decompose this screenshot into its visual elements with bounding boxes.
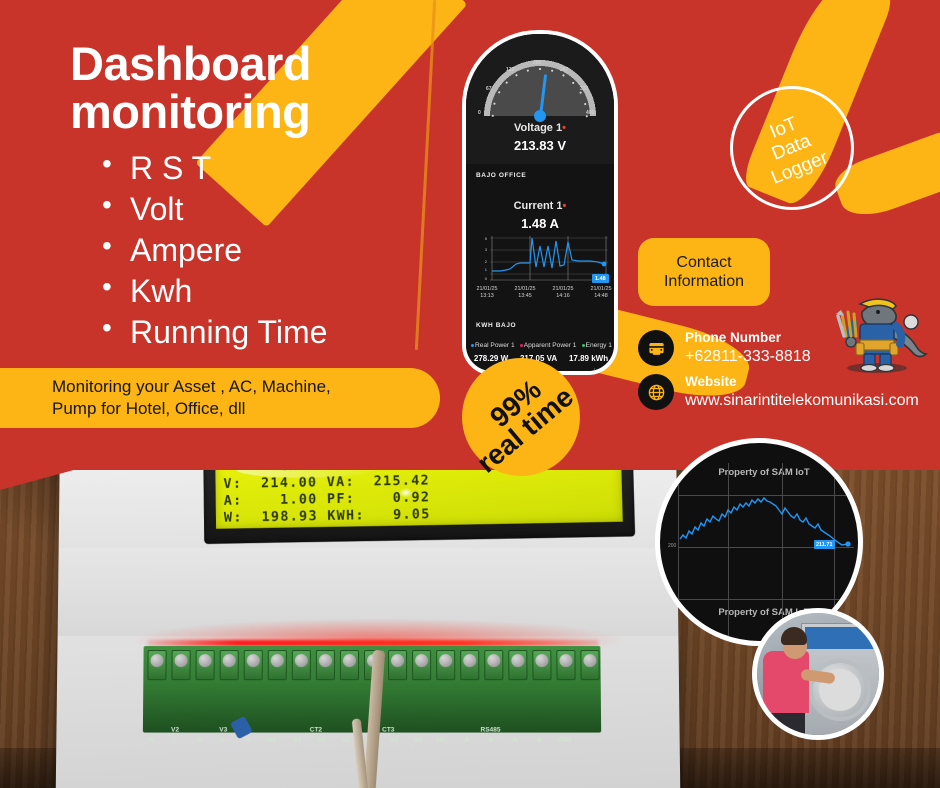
gauge-tick-267: 267 [560,67,569,73]
contact-row-website[interactable]: Website www.sinarintitelekomunikasi.com [638,374,919,411]
grid-line-h-bot [678,599,854,600]
current-line-chart: 5 3 2 1 0 [485,236,608,281]
contact-information-badge[interactable]: Contact Information [638,238,770,306]
lcd-highlight [398,487,413,498]
list-item: Ampere [100,228,480,271]
svg-text:5: 5 [485,236,488,241]
title-line-1: Dashboard [70,37,312,90]
banner-line-2: Pump for Hotel, Office, dll [52,399,246,418]
value-energy: 17.89 kWh [568,354,609,363]
grid-line-v-4 [834,467,835,641]
globe-icon [638,374,674,411]
contact-row-phone[interactable]: Phone Number +62811-333-8818 [638,330,811,367]
din-rail-energy-meter-device: - CH 1 - V: 214.00 VA: 215.42 A: 1.00 PF… [55,419,681,788]
dinosaur-technician-mascot-icon [836,298,928,373]
section-label-bajo-office: BAJO OFFICE [476,172,527,179]
svg-text:0: 0 [485,276,488,281]
phone-value: +62811-333-8818 [685,347,811,365]
value-apparent-power: 317.05 VA [519,354,558,363]
page-title: Dashboard monitoring [70,40,450,136]
banner-line-1: Monitoring your Asset , AC, Machine, [52,377,331,397]
phone-label: Phone Number [685,330,782,345]
worker-hair [781,627,807,645]
legend-entry-real-power: Real Power 1 [470,342,515,349]
grid-line-v-3 [782,463,783,641]
machine-stop-button [869,631,878,640]
worker-legs [765,709,805,735]
svg-text:3: 3 [485,247,488,252]
grid-line-h-top [678,495,854,496]
grid-line-v-2 [728,463,729,641]
website-value: www.sinarintitelekomunikasi.com [685,391,919,409]
svg-text:2: 2 [485,259,488,264]
list-item: Volt [100,187,480,230]
legend-entry-energy: Energy 1 [581,342,612,349]
list-item: Running Time [100,310,480,353]
chart-title-bottom: Property of SAM IoT [718,607,809,618]
chart-title-top: Property of SAM IoT [718,467,810,478]
legend-entry-apparent-power: Apparent Power 1 [519,342,576,349]
voltage-value: 213.83 V [513,138,567,153]
kwh-values: 278.29 W 317.05 VA 17.89 kWh [468,354,614,363]
legend-dot-icon: • [562,200,567,212]
voltage-label: Voltage 1• [466,122,614,134]
gauge-tick-0: 0 [478,110,481,116]
iot-badge-text: IoT Data Logger [753,107,832,188]
device-mid-face [57,548,679,637]
phone-icon [638,330,674,367]
tagline-banner: Monitoring your Asset , AC, Machine, Pum… [0,368,440,428]
title-line-2: monitoring [70,84,311,138]
dashboard-screen: 0 67 133 200 267 333 400 Voltage 1• 213.… [466,34,614,371]
realtime-badge: 99% real time [462,358,580,479]
list-item: Kwh [100,269,480,312]
section-label-kwh-bajo: KWH BAJO [476,322,517,329]
contact-pill-line-1: Contact [676,253,732,271]
gauge-tick-333: 333 [580,86,589,92]
gauge-tick-400: 400 [586,110,595,116]
list-item: R S T [100,146,480,189]
contact-pill-line-2: Information [663,273,745,290]
machine-control-panel [805,627,879,649]
worker-torso [763,651,809,713]
iot-data-logger-badge: IoT Data Logger [730,86,854,210]
current-point-tag: 1.48 [592,274,609,283]
voltage-label-text: Voltage 1 [514,122,563,134]
sam-iot-line-chart [679,496,851,547]
laundry-photo-inset [752,608,884,740]
gauge-hub [534,110,546,122]
website-label: Website [685,374,737,389]
current-label-text: Current 1 [513,200,563,212]
gauge-tick-67: 67 [486,86,492,92]
chart-y-tick-label: 200 [668,543,677,549]
gauge-tick-133: 133 [506,67,515,73]
kwh-legend: Real Power 1 Apparent Power 1 Energy 1 [468,342,614,349]
phone-mockup: 0 67 133 200 267 333 400 Voltage 1• 213.… [462,30,618,375]
gauge-tick-200: 200 [533,60,542,66]
legend-dot-icon: • [562,122,566,134]
gauge-widget: 0 67 133 200 267 333 400 [478,56,600,176]
current-label: Current 1• [466,200,614,212]
voltage-gauge-card: 0 67 133 200 267 333 400 Voltage 1• 213.… [466,34,614,176]
svg-text:1: 1 [485,267,488,272]
chart-last-value-tag: 211.71 [814,540,835,549]
current-value: 1.48 A [521,216,559,231]
feature-list: R S T Volt Ampere Kwh Running Time [100,146,480,353]
grid-line-h-mid [678,547,854,548]
value-real-power: 278.29 W [473,354,509,363]
grid-line-v-1 [678,481,679,631]
